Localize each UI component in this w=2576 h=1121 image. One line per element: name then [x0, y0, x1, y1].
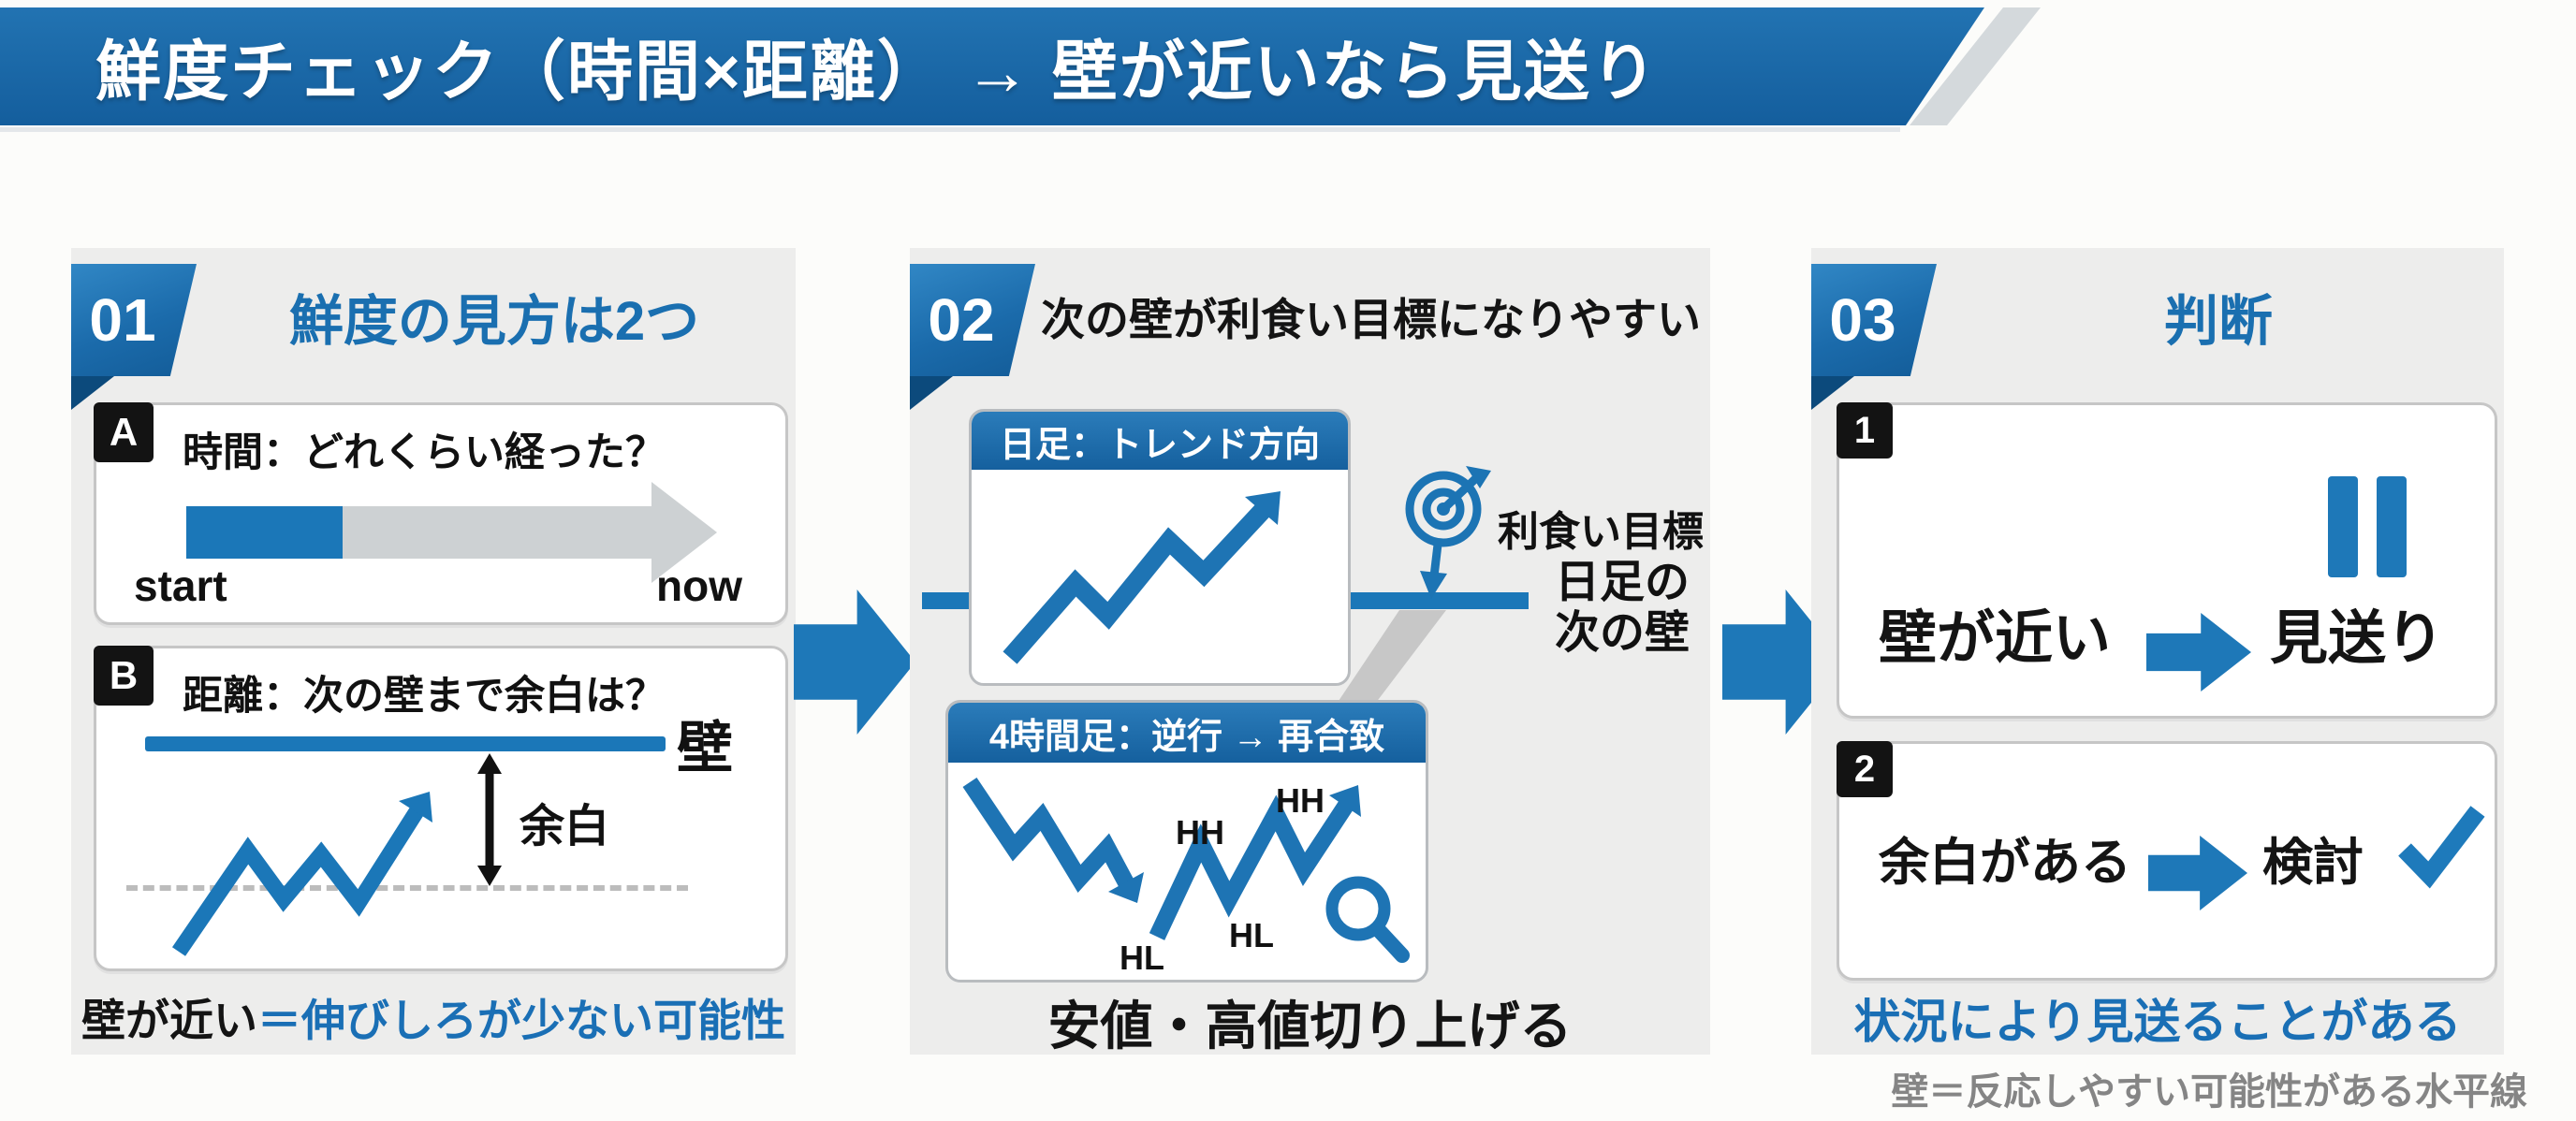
panel-02-badge-fold: [910, 376, 953, 410]
panel-03-judgment: 03 判断 1 壁が近い 見送り 2 余白がある 検討 状況により見送ることがあ…: [1811, 248, 2504, 1055]
panel-02-note: 安値・高値切り上げる: [1047, 997, 1573, 1055]
distance-card-title: 距離：次の壁まで余白は？: [183, 674, 666, 719]
panel-01-number-badge: 01: [71, 264, 197, 376]
elapsed-time-bar: [186, 506, 343, 559]
panel-01-freshness: 01 鮮度の見方は2つ A 時間：どれくらい経った？ start now B 距…: [71, 248, 796, 1055]
panel-01-note-blue: ＝伸びしろが少ない可能性: [257, 996, 785, 1045]
daily-next-wall-label: 日足の 次の壁: [1543, 558, 1702, 659]
condition-label-wall-near: 壁が近い: [1879, 606, 2112, 671]
h4-timeframe-card: 4時間足：逆行 → 再合致 HL HH HL HH: [945, 700, 1428, 983]
panel-03-note: 状況により見送ることがある: [1853, 996, 2462, 1048]
panel-01-title: 鮮度の見方は2つ: [288, 291, 700, 352]
time-card: A 時間：どれくらい経った？ start now: [94, 402, 788, 625]
condition-label-has-margin: 余白がある: [1879, 835, 2131, 891]
panel-01-note-black: 壁が近い: [81, 996, 257, 1045]
current-price-dashed-line: [126, 885, 688, 891]
check-icon: [2398, 806, 2485, 889]
daily-timeframe-card: 日足：トレンド方向: [969, 409, 1351, 686]
judgment-card-2: 2 余白がある 検討: [1837, 741, 2497, 981]
distance-card-badge: B: [94, 646, 154, 706]
pause-icon: [2377, 476, 2407, 577]
panel-03-number-badge: 03: [1811, 264, 1937, 376]
daily-next-wall-label-line2: 次の壁: [1554, 607, 1690, 658]
daily-card-header: 日足：トレンド方向: [972, 412, 1348, 470]
title-banner: 鮮度チェック（時間×距離） → 壁が近いなら見送り: [0, 7, 1984, 125]
uptrend-zigzag-arrow-icon: [1003, 491, 1281, 664]
page-title: 鮮度チェック（時間×距離） → 壁が近いなら見送り: [95, 35, 1659, 109]
margin-label: 余白: [520, 802, 610, 852]
flow-arrow-right-icon-1: [794, 590, 915, 735]
profit-target-group: [1400, 466, 1494, 606]
panel-02-next-wall: 02 次の壁が利食い目標になりやすい 日足：トレンド方向: [910, 248, 1710, 1055]
pause-icon: [2328, 476, 2358, 577]
result-label-consider: 検討: [2262, 835, 2364, 891]
banner-underline: [0, 127, 1900, 132]
footer-note: 壁＝反応しやすい可能性がある水平線: [1891, 1071, 2527, 1113]
time-card-title: 時間：どれくらい経った？: [183, 430, 666, 475]
wall-line: [145, 736, 666, 751]
panel-03-title: 判断: [2163, 291, 2273, 352]
now-label: now: [656, 561, 742, 610]
panel-02-number-badge: 02: [910, 264, 1035, 376]
start-label: start: [134, 561, 227, 610]
wall-label: 壁: [677, 717, 733, 779]
time-card-badge: A: [94, 402, 154, 462]
judgment-card-1: 1 壁が近い 見送り: [1837, 402, 2497, 719]
distance-card: B 距離：次の壁まで余白は？ 壁 余白: [94, 646, 788, 971]
swing-structure-icon: [962, 777, 1410, 963]
arrow-right-icon: [2148, 836, 2247, 910]
price-zigzag-up-arrow-icon: [171, 792, 432, 956]
judgment-card-2-badge: 2: [1837, 741, 1893, 797]
target-icon: [1405, 466, 1491, 599]
h4-card-header: 4時間足：逆行 → 再合致: [948, 703, 1426, 763]
margin-double-arrow-icon: [477, 753, 502, 886]
swing-label-hh2: HH: [1276, 781, 1325, 820]
profit-target-label: 利食い目標: [1498, 509, 1704, 555]
swing-label-hh1: HH: [1176, 813, 1224, 852]
panel-02-title: 次の壁が利食い目標になりやすい: [1041, 295, 1701, 344]
arrow-right-icon: [2146, 613, 2251, 692]
judgment-card-1-badge: 1: [1837, 402, 1893, 459]
result-label-skip: 見送り: [2270, 606, 2445, 671]
swing-label-hl2: HL: [1229, 916, 1274, 954]
daily-next-wall-label-line1: 日足の: [1554, 558, 1690, 607]
time-arrow-shaft: [343, 506, 651, 559]
swing-label-hl1: HL: [1120, 939, 1164, 977]
panel-01-note: 壁が近い＝伸びしろが少ない可能性: [71, 984, 796, 1049]
